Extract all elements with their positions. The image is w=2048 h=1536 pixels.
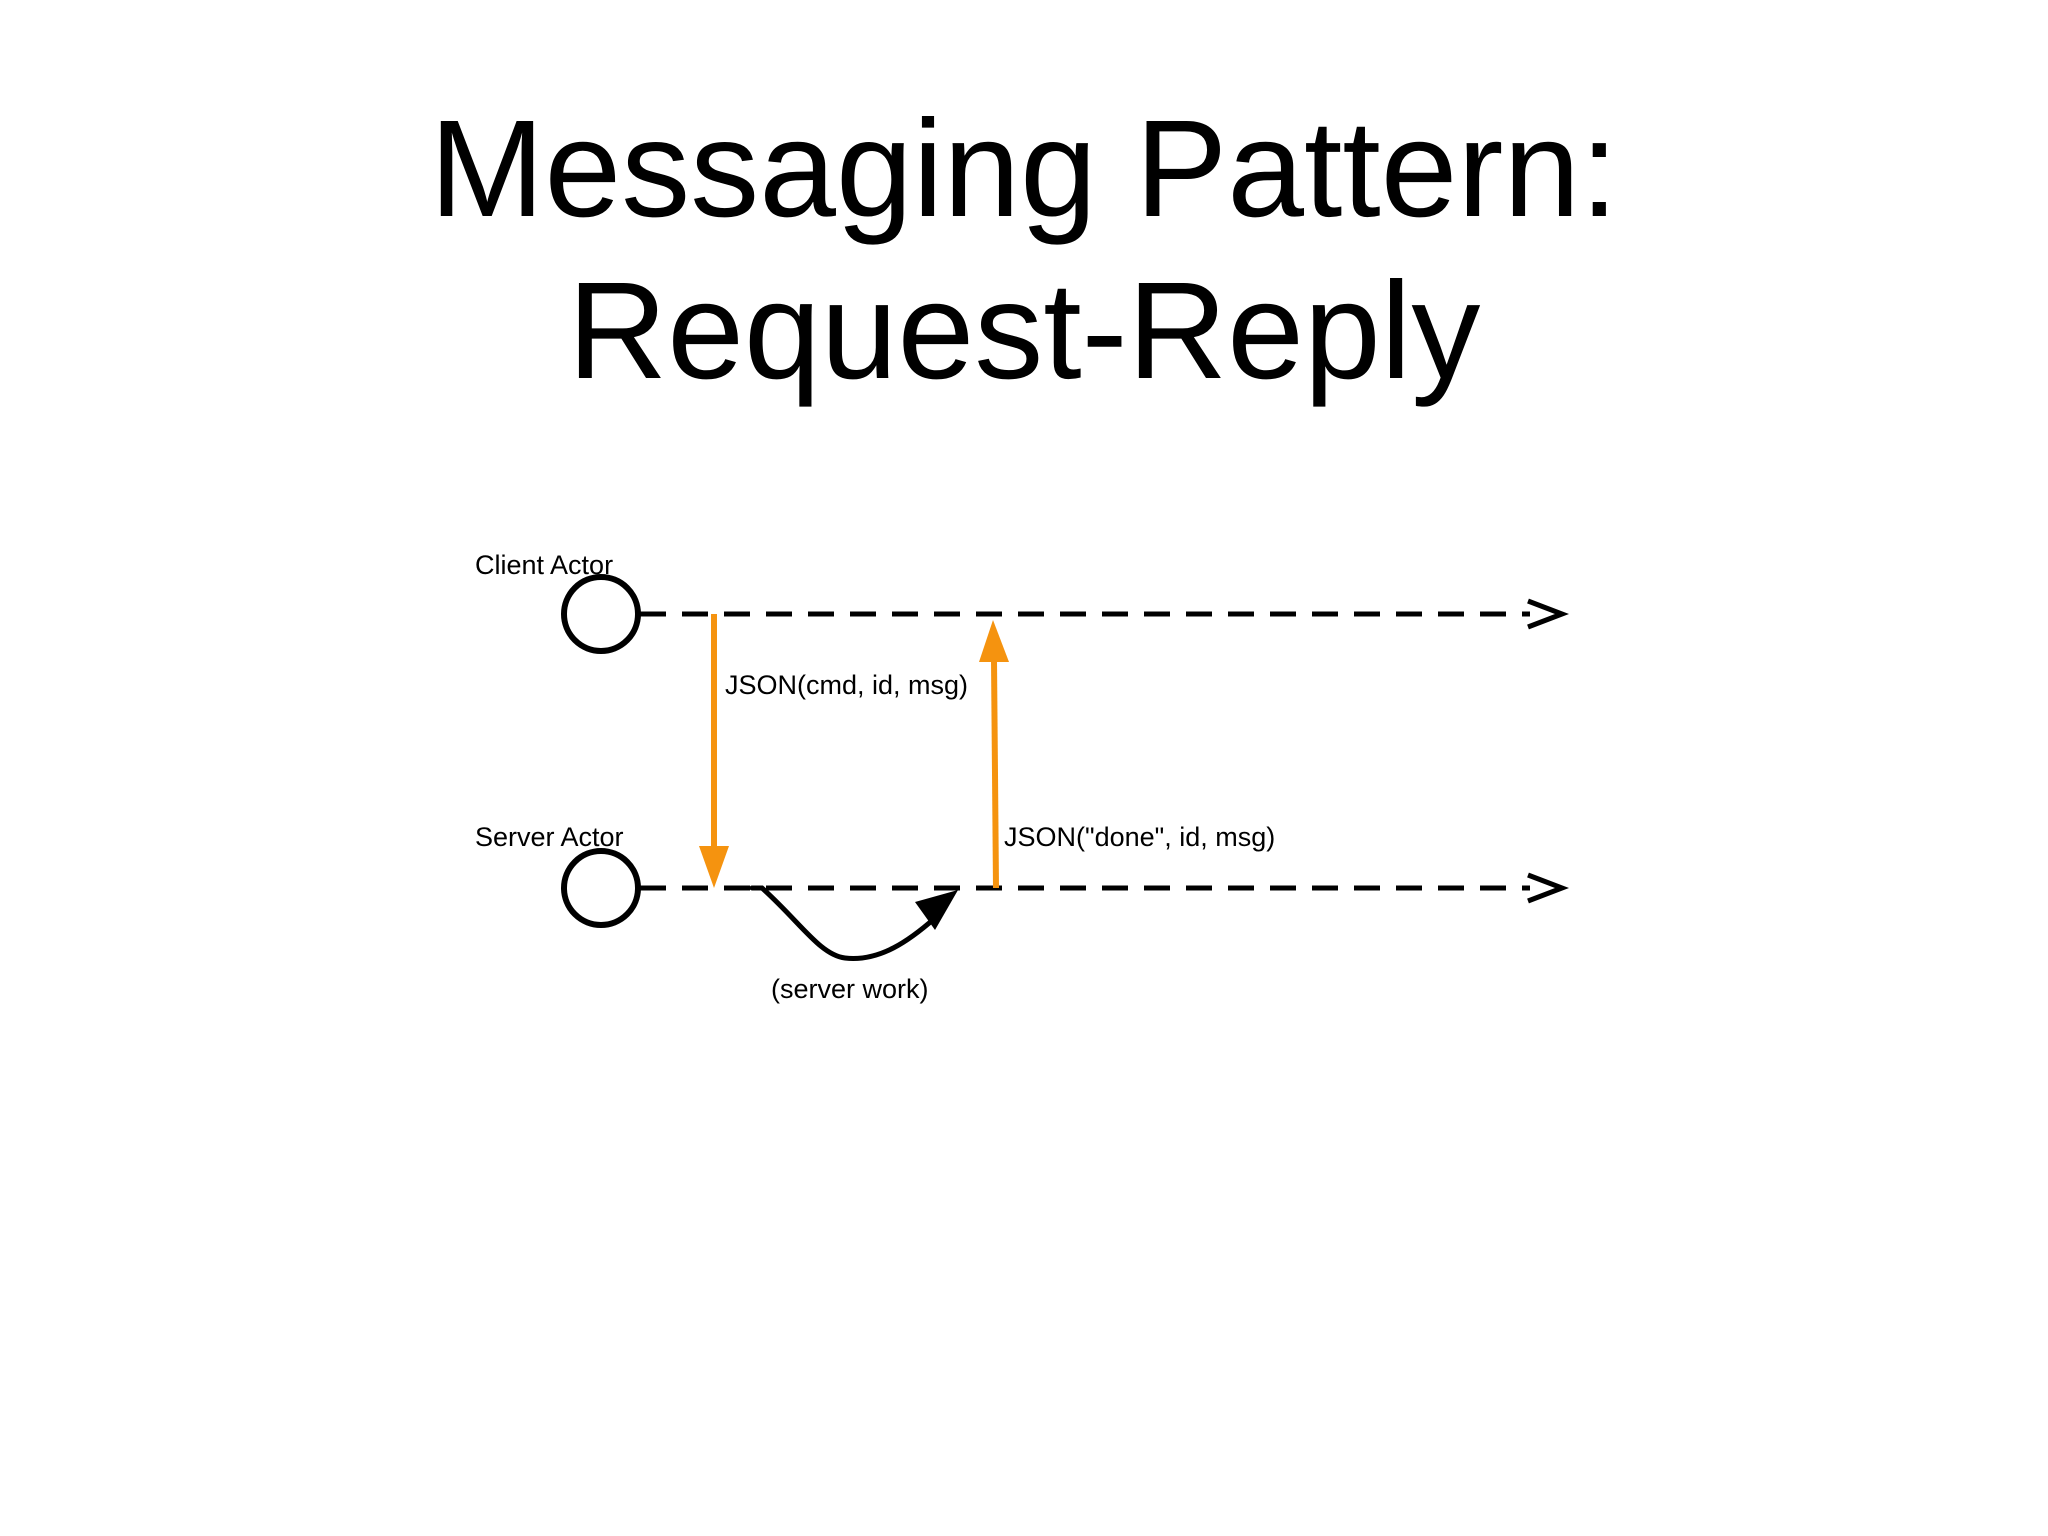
server-actor-label: Server Actor bbox=[475, 822, 624, 852]
client-actor-node bbox=[561, 574, 641, 654]
request-message-label: JSON(cmd, id, msg) bbox=[725, 670, 968, 700]
slide-title: Messaging Pattern: Request-Reply bbox=[0, 88, 2048, 412]
slide-title-line-1: Messaging Pattern: bbox=[429, 92, 1619, 246]
request-arrowhead bbox=[699, 846, 729, 888]
reply-arrow-shaft bbox=[991, 659, 999, 889]
client-actor-label: Client Actor bbox=[475, 550, 613, 580]
server-lifeline-arrowhead bbox=[1527, 872, 1570, 904]
slide-title-line-2: Request-Reply bbox=[567, 254, 1481, 408]
client-lifeline-arrowhead bbox=[1527, 598, 1570, 630]
server-work-label: (server work) bbox=[771, 974, 929, 1004]
reply-message-label: JSON("done", id, msg) bbox=[1004, 822, 1275, 852]
server-work-curve bbox=[749, 885, 938, 961]
reply-arrowhead bbox=[979, 620, 1009, 662]
server-actor-node bbox=[561, 848, 641, 928]
server-work-arrowhead bbox=[915, 890, 958, 930]
